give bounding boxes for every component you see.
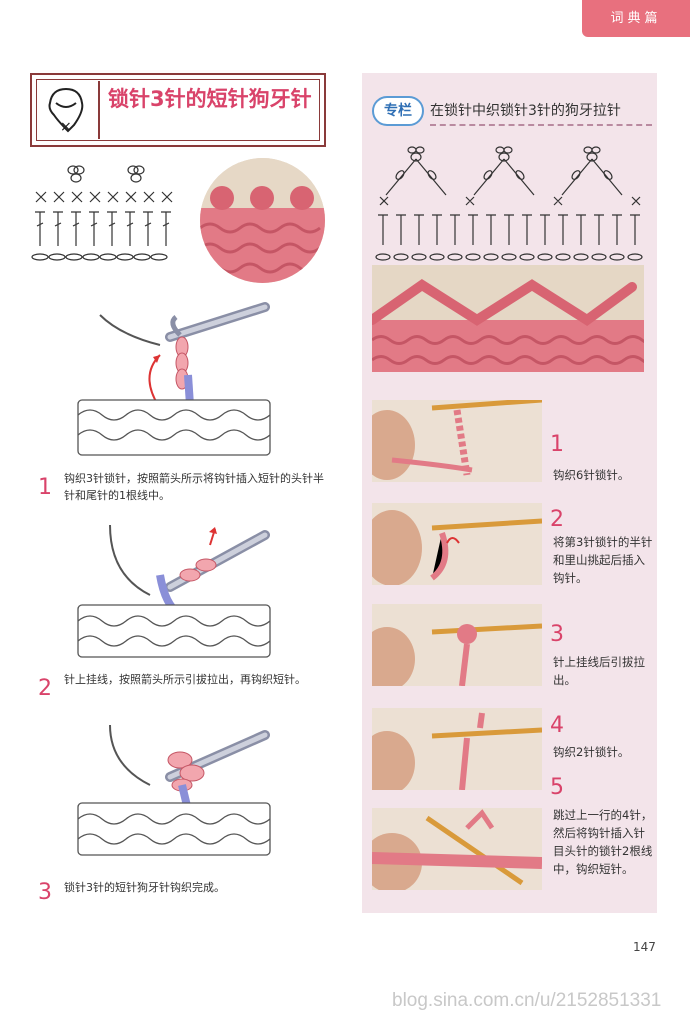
step-number-2: 2 [38, 676, 52, 701]
column-step-photo-1 [372, 400, 542, 482]
step-illustration-2 [70, 515, 280, 665]
step-text-3: 锁针3针的短针狗牙针钩织完成。 [64, 881, 225, 894]
column-step-number-2: 2 [550, 507, 564, 532]
page-number: 147 [633, 940, 656, 954]
column-step-text-1: 钩织6针锁针。 [553, 468, 630, 482]
title-box [30, 73, 326, 147]
step-text-1: 钩织3针锁针，按照箭头所示将钩针插入短针的头针半针和尾针的1根线中。 [64, 472, 324, 502]
column-step-text-3: 针上挂线后引拔拉出。 [553, 655, 645, 687]
step-illustration-1 [70, 295, 280, 465]
column-title: 在锁针中织锁针3针的狗牙拉针 [430, 98, 652, 126]
section-tab: 词典篇 [582, 0, 690, 37]
svg-text:×: × [60, 119, 72, 135]
swatch-photo [200, 158, 325, 283]
stitch-chart [30, 160, 180, 270]
step-illustration-3 [70, 715, 280, 865]
column-step-text-4: 钩织2针锁针。 [553, 745, 630, 759]
page-title: 锁针3针的短针狗牙针 [108, 87, 312, 111]
step-number-3: 3 [38, 880, 52, 905]
step-number-1: 1 [38, 475, 52, 500]
column-step-photo-3 [372, 604, 542, 686]
column-step-number-1: 1 [550, 432, 564, 457]
picot-symbol-icon: × [38, 81, 100, 139]
watermark: blog.sina.com.cn/u/2152851331 [392, 990, 662, 1011]
step-text-2: 针上挂线，按照箭头所示引拔拉出，再钩织短针。 [64, 673, 306, 686]
column-step-number-4: 4 [550, 713, 564, 738]
column-stitch-chart [370, 145, 650, 270]
column-badge: 专栏 [372, 96, 424, 126]
column-step-number-5: 5 [550, 775, 564, 800]
column-step-photo-2 [372, 503, 542, 585]
column-step-number-3: 3 [550, 622, 564, 647]
column-step-text-2: 将第3针锁针的半针和里山挑起后插入钩针。 [553, 535, 653, 585]
column-step-text-5: 跳过上一行的4针，然后将钩针插入针目头针的锁针2根线中，钩织短针。 [553, 808, 653, 876]
column-swatch-photo [372, 265, 644, 372]
column-step-photo-4 [372, 708, 542, 790]
column-step-photo-5 [372, 808, 542, 890]
